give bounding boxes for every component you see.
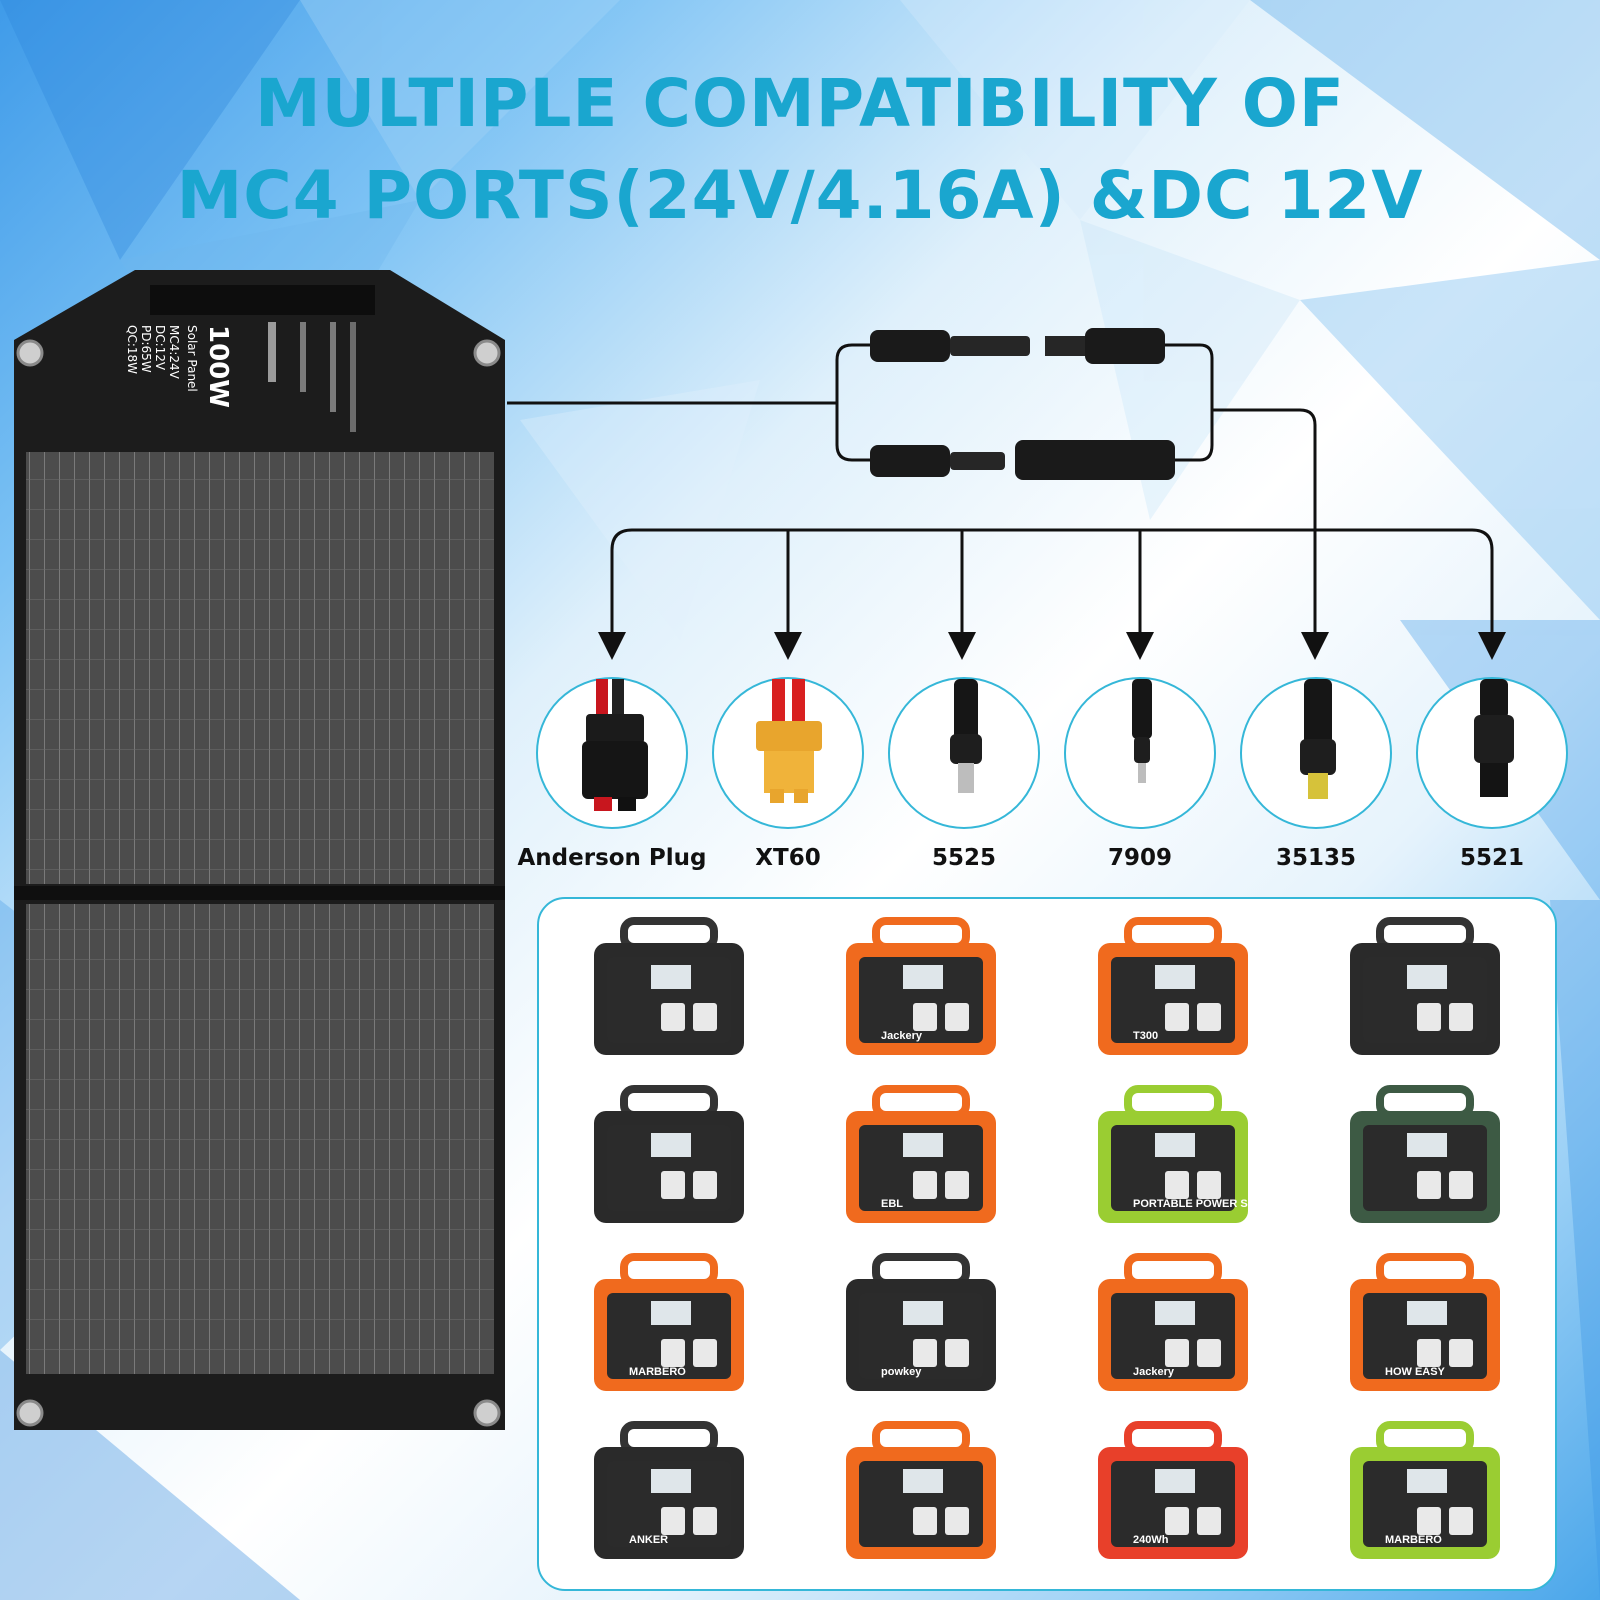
compact-station-icon: [1350, 917, 1500, 1055]
arrow-icon: [598, 632, 626, 660]
connector-35135: [1240, 677, 1392, 829]
connector-7909: [1064, 677, 1216, 829]
dc5525-plug-icon: [950, 679, 982, 793]
connector-xt60: [712, 677, 864, 829]
device-brand-label: T300: [1133, 1030, 1158, 1042]
device-16: MARBERO: [1325, 1417, 1525, 1567]
device-brand-label: 240Wh: [1133, 1534, 1169, 1546]
headline-line-2: MC4 PORTS(24V/4.16A) &DC 12V: [176, 157, 1424, 234]
panel-spec-1: MC4:24V: [167, 325, 181, 380]
power-station-icon: [594, 1085, 744, 1223]
panel-spec-3: PD:65W: [139, 325, 153, 373]
connector-label-anderson-plug: Anderson Plug: [517, 845, 707, 871]
ebl-station-icon: EBL: [846, 1085, 996, 1223]
connector-label-5521: 5521: [1459, 845, 1524, 871]
device-brand-label: HOW EASY: [1385, 1366, 1446, 1378]
device-3: T300: [1073, 913, 1273, 1063]
lantern-station-icon: [1350, 1085, 1500, 1223]
solar-panel: 100W Solar Panel MC4:24V DC:12V PD:65W Q…: [14, 270, 505, 1430]
device-1: [569, 913, 769, 1063]
headline-line-1: MULTIPLE COMPATIBILITY OF: [255, 65, 1345, 142]
device-brand-label: Jackery: [881, 1030, 923, 1042]
arrow-icon: [1478, 632, 1506, 660]
headline: MULTIPLE COMPATIBILITY OF MC4 PORTS(24V/…: [0, 58, 1600, 242]
arrow-icon: [1126, 632, 1154, 660]
anderson-plug-icon: [582, 679, 648, 811]
dc5521-plug-icon: [1474, 679, 1514, 797]
device-11: Jackery: [1073, 1249, 1273, 1399]
device-13: ANKER: [569, 1417, 769, 1567]
arrow-icon: [774, 632, 802, 660]
connector-label-7909: 7909: [1107, 845, 1172, 871]
dc35135-plug-icon: [1300, 679, 1336, 799]
device-15: 240Wh: [1073, 1417, 1273, 1567]
connector-label-5525: 5525: [931, 845, 996, 871]
device-2: Jackery: [821, 913, 1021, 1063]
arrow-icon: [948, 632, 976, 660]
panel-spec-4: QC:18W: [125, 325, 139, 374]
device-4: [1325, 913, 1525, 1063]
arrow-icon: [1301, 632, 1329, 660]
device-brand-label: MARBERO: [629, 1366, 686, 1378]
device-7: PORTABLE POWER SUPPLY: [1073, 1081, 1284, 1231]
marbero-station-icon: MARBERO: [1350, 1421, 1500, 1559]
mc4-connector-icon: [870, 328, 1165, 364]
connector-anderson-plug: [536, 677, 688, 829]
device-brand-label: Jackery: [1133, 1366, 1175, 1378]
jackery-station-icon: Jackery: [1098, 1253, 1248, 1391]
tokki-station-icon: 240Wh: [1098, 1421, 1248, 1559]
brecell-station-icon: T300: [1098, 917, 1248, 1055]
connector-5525: [888, 677, 1040, 829]
jackery-station-icon: Jackery: [846, 917, 996, 1055]
connector-5521: [1416, 677, 1568, 829]
device-10: powkey: [821, 1249, 1021, 1399]
device-brand-label: powkey: [881, 1366, 922, 1378]
device-brand-label: EBL: [881, 1198, 903, 1210]
connector-label-35135: 35135: [1275, 845, 1357, 871]
howeasy-station-icon: HOW EASY: [1350, 1253, 1500, 1391]
mc4-connector-icon: [870, 440, 1175, 480]
connector-label-xt60: XT60: [755, 845, 821, 871]
powkey-station-icon: powkey: [846, 1253, 996, 1391]
panel-spec-2: DC:12V: [153, 325, 167, 371]
marbero-station-icon: MARBERO: [594, 1253, 744, 1391]
device-5: [569, 1081, 769, 1231]
xt60-connector-icon: [756, 679, 822, 803]
device-9: MARBERO: [569, 1249, 769, 1399]
power-station-icon: [846, 1421, 996, 1559]
device-14: [821, 1417, 1021, 1567]
device-12: HOW EASY: [1325, 1249, 1525, 1399]
panel-title: 100W: [203, 325, 233, 408]
portable-power-supply-icon: PORTABLE POWER SUPPLY: [1098, 1085, 1284, 1223]
power-station-icon: [594, 917, 744, 1055]
device-6: EBL: [821, 1081, 1021, 1231]
anker-station-icon: ANKER: [594, 1421, 744, 1559]
device-brand-label: MARBERO: [1385, 1534, 1442, 1546]
panel-subtitle: Solar Panel: [185, 325, 199, 392]
certification-icons: [268, 322, 356, 432]
device-brand-label: PORTABLE POWER SUPPLY: [1133, 1198, 1273, 1210]
dc7909-plug-icon: [1132, 679, 1152, 783]
device-8: [1325, 1081, 1525, 1231]
device-brand-label: ANKER: [629, 1534, 668, 1546]
cable-diagram: [507, 328, 1506, 660]
